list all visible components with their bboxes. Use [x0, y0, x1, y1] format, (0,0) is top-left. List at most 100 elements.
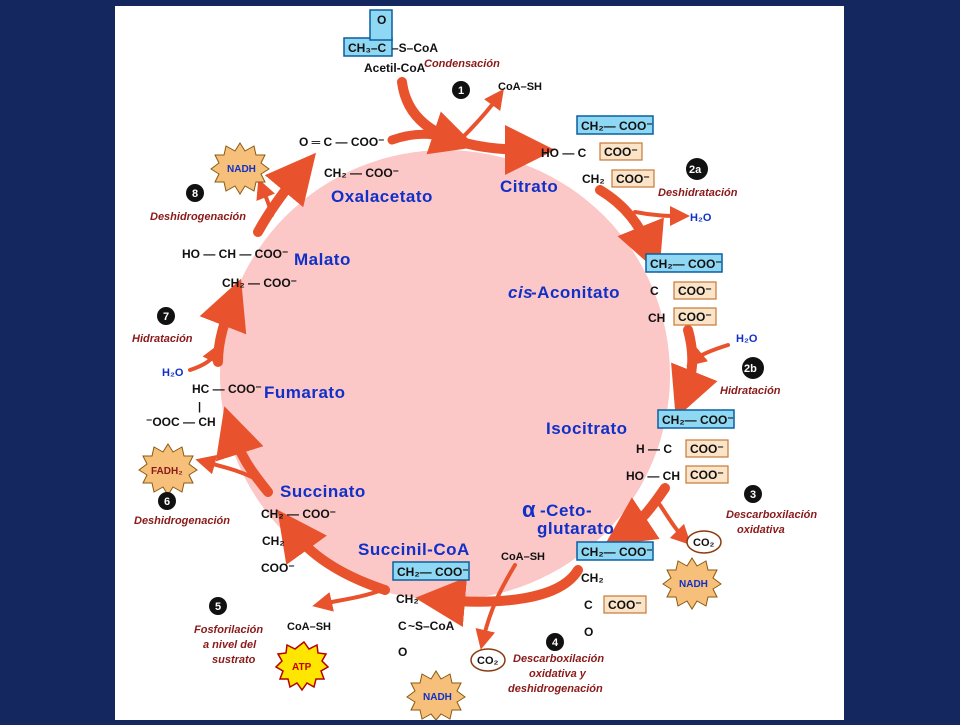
aconitate-coo-1: COO⁻	[678, 284, 712, 298]
citrate-structure: CH₂— COO⁻ HO — C COO⁻ CH₂ COO⁻ Citrato	[500, 115, 655, 196]
succinylcoa-c: C	[398, 619, 407, 633]
step2b-label: Hidratación	[720, 385, 781, 397]
nadh-8: NADH	[227, 164, 256, 175]
aconitate-ch2coo: CH₂— COO⁻	[650, 257, 722, 271]
ketoglutarate-name-2: glutarato	[537, 519, 614, 538]
step6-number: 6	[164, 496, 170, 508]
aconitate-blue-box	[645, 253, 723, 273]
step5-line2: a nivel del	[203, 639, 257, 651]
fumarate-name: Fumarato	[264, 383, 345, 402]
step3-badge	[744, 485, 762, 503]
step2a-badge	[686, 158, 708, 180]
succinylcoa-blue-box	[392, 561, 470, 581]
acetyl-carbonyl-box	[369, 9, 393, 41]
isocitrate-coo-2: COO⁻	[690, 468, 724, 482]
arrow-co2-release-3	[658, 503, 692, 546]
citrate-name: Citrato	[500, 177, 558, 196]
arrow-oxalacetate-join	[387, 111, 477, 155]
aconitate-coo-2: COO⁻	[678, 310, 712, 324]
citrate-ch2-bottom: CH₂	[582, 172, 605, 186]
step3-line1: Descarboxilación	[726, 509, 817, 521]
acetyl-blue-box	[343, 37, 393, 57]
acetyl-scoa: –S–CoA	[392, 41, 438, 55]
malate-name: Malato	[294, 250, 351, 269]
step2a-number: 2a	[689, 164, 702, 176]
isocitrate-hc: H — C	[636, 442, 672, 456]
step6-badge	[158, 492, 176, 510]
citrate-ch2coo-top: CH₂— COO⁻	[581, 119, 653, 133]
step2b-badge	[742, 357, 764, 379]
step5-line3: sustrato	[212, 654, 256, 666]
nadh-burst-8	[210, 142, 270, 195]
step4-line1: Descarboxilación	[513, 653, 604, 665]
step1-number: 1	[458, 85, 464, 97]
aconitate-ch: CH	[648, 311, 665, 325]
coash-5: CoA–SH	[287, 621, 331, 633]
succinylcoa-ch2coo: CH₂— COO⁻	[397, 565, 469, 579]
arrow-citrate-to-aconitate	[595, 185, 664, 274]
co2-3: CO₂	[693, 537, 715, 549]
cycle-arrows	[188, 77, 730, 650]
isocitrate-blue-box	[657, 409, 735, 429]
co2-bubble-4	[470, 648, 506, 672]
succinate-structure: Succinato CH₂ — COO⁻ CH₂ COO⁻	[261, 482, 365, 575]
succinylcoa-scoa: ~S–CoA	[408, 619, 455, 633]
nadh-4: NADH	[423, 692, 452, 703]
step1-badge	[452, 81, 470, 99]
ketoglutarate-coo: COO⁻	[608, 598, 642, 612]
step2a-label: Deshidratación	[658, 187, 738, 199]
step7-badge	[157, 307, 175, 325]
oxalacetate-oc-coo: O ═ C — COO⁻	[299, 135, 385, 149]
succinylcoa-ch2: CH₂	[396, 592, 419, 606]
arrow-h2o-uptake-7	[188, 343, 221, 372]
co2-bubble-3	[686, 530, 722, 554]
fumarate-double-bond: |	[198, 401, 201, 413]
step5-badge	[209, 597, 227, 615]
succinate-ch2coo: CH₂ — COO⁻	[261, 507, 336, 521]
succinate-ch2: CH₂	[262, 534, 285, 548]
step1-label: Condensación	[424, 58, 500, 70]
step7-label: Hidratación	[132, 333, 193, 345]
cis-aconitate-structure: CH₂— COO⁻ C COO⁻ CH COO⁻ cis -Aconitato	[508, 253, 723, 326]
citrate-blue-box	[576, 115, 654, 135]
aconitate-tan-box-2	[673, 307, 717, 326]
aconitate-c: C	[650, 284, 659, 298]
arrow-fadh2-release	[195, 454, 264, 484]
aconitate-cis: cis	[508, 283, 533, 302]
nadh-burst-3	[662, 557, 722, 610]
malate-structure: Malato HO — CH — COO⁻ CH₂ — COO⁻	[182, 247, 351, 290]
oxalacetate-ch2coo: CH₂ — COO⁻	[324, 166, 399, 180]
oxalacetate-name: Oxalacetato	[331, 187, 433, 206]
coash-1: CoA–SH	[498, 81, 542, 93]
step7-number: 7	[163, 311, 169, 323]
h2o-out-2a: H₂O	[690, 212, 712, 224]
arrow-co2-release-4	[475, 563, 517, 650]
ketoglutarate-blue-box	[576, 541, 654, 561]
step8-label: Deshidrogenación	[150, 211, 246, 223]
aconitate-tan-box-1	[673, 281, 717, 300]
citrate-hoc: HO — C	[541, 146, 587, 160]
step6-label: Deshidrogenación	[134, 515, 230, 527]
arrow-coash-release-5	[312, 588, 384, 612]
step2b-number: 2b	[744, 363, 757, 375]
ketoglutarate-ch2: CH₂	[581, 571, 604, 585]
ketoglutarate-tan-box	[603, 595, 647, 614]
malate-hoch: HO — CH — COO⁻	[182, 247, 288, 261]
isocitrate-coo-1: COO⁻	[690, 442, 724, 456]
ketoglutarate-ch2coo: CH₂— COO⁻	[581, 545, 653, 559]
succinylcoa-name: Succinil-CoA	[358, 540, 470, 559]
atp-burst	[274, 640, 330, 692]
fumarate-structure: Fumarato HC — COO⁻ | ⁻OOC — CH	[146, 382, 345, 429]
succinylcoa-structure: Succinil-CoA CH₂— COO⁻ CH₂ C ~S–CoA O	[358, 540, 470, 659]
step3-number: 3	[750, 489, 756, 501]
arrow-malate-to-oxalacetate	[253, 152, 317, 237]
isocitrate-tan-box-1	[685, 439, 729, 458]
arrow-coash-release-1	[460, 88, 504, 140]
arrow-h2o-uptake	[686, 343, 730, 367]
ketoglutarate-c: C	[584, 598, 593, 612]
step5-number: 5	[215, 601, 221, 613]
succinate-coo: COO⁻	[261, 561, 295, 575]
fumarate-hccoo: HC — COO⁻	[192, 382, 262, 396]
isocitrate-hoch: HO — CH	[626, 469, 680, 483]
